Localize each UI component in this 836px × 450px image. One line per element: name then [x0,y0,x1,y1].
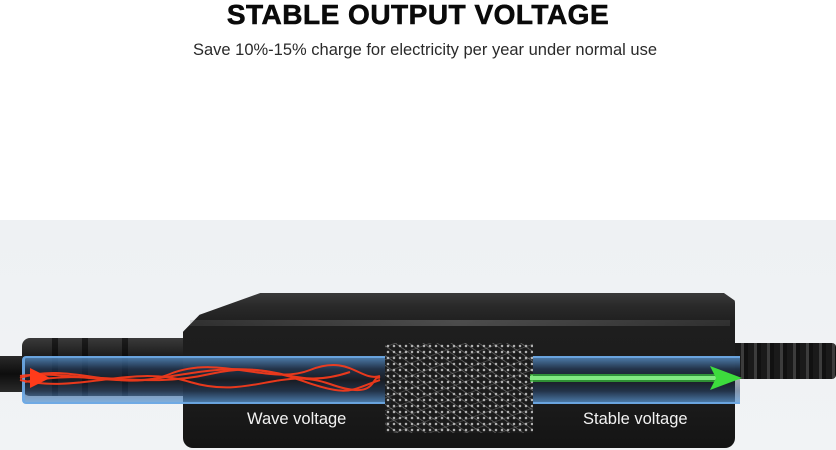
page-subtitle: Save 10%-15% charge for electricity per … [192,41,658,59]
output-cable [735,343,836,379]
stable-voltage-arrow-icon [530,366,742,390]
input-tube [22,356,391,404]
stable-voltage-label: Stable voltage [583,410,688,428]
page-title: STABLE OUTPUT VOLTAGE [226,0,610,30]
circuit-board [385,343,533,433]
wave-voltage-label: Wave voltage [247,410,347,428]
adapter-highlight [190,320,730,326]
wave-voltage-icon [19,364,381,392]
